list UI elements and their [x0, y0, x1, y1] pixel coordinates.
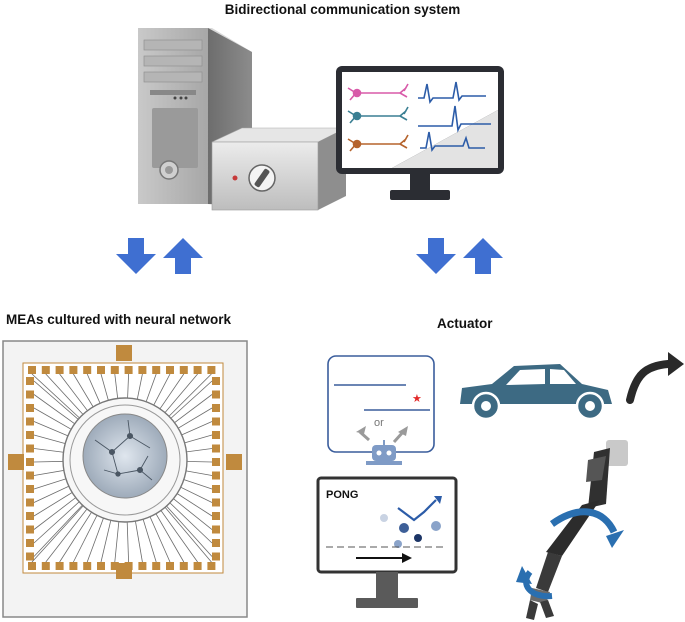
electrode-pad — [212, 539, 220, 547]
electrode-pad — [55, 366, 64, 374]
pong-label: PONG — [326, 489, 358, 501]
electrode-pad — [212, 498, 220, 507]
signal-trace — [418, 81, 491, 152]
electrode-pad — [166, 366, 174, 374]
pong-monitor-icon: PONG — [316, 476, 458, 608]
electrode-pad — [110, 366, 119, 374]
electrode-pad — [212, 512, 220, 520]
electrode-pad — [26, 404, 34, 412]
electrode-pad — [26, 485, 34, 493]
electrode-pad — [212, 404, 220, 412]
car-icon — [460, 364, 612, 421]
electrode-pad — [69, 562, 78, 570]
arrow-pair-left — [116, 238, 203, 274]
electrode-pad — [193, 562, 202, 570]
electrode-pad — [207, 366, 216, 374]
electrode-pad — [212, 444, 220, 453]
electrode-pad — [212, 458, 220, 466]
electrode-pad — [26, 471, 34, 480]
robotic-arm-icon — [516, 440, 628, 620]
signal-monitor-icon — [336, 66, 504, 200]
electrode-pad — [212, 552, 220, 561]
mea-chip-icon — [2, 340, 248, 618]
electrode-pad — [97, 366, 105, 374]
electrode-pad — [138, 562, 147, 570]
electrode-pad — [166, 562, 174, 570]
electrode-pad — [26, 431, 34, 439]
electrode-pad — [55, 562, 64, 570]
electrode-pad — [97, 562, 105, 570]
or-text: or — [374, 417, 384, 429]
page-title: Bidirectional communication system — [224, 2, 461, 17]
electrode-pad — [212, 390, 220, 399]
electrode-pad — [110, 562, 119, 570]
electrode-pad — [26, 525, 34, 534]
electrode-pad — [26, 390, 34, 399]
electrode-pad — [26, 552, 34, 561]
electrode-pad — [26, 444, 34, 453]
robot-icon — [366, 440, 402, 465]
electrode-pad — [26, 539, 34, 547]
electrode-pad — [152, 562, 161, 570]
electrode-pad — [26, 417, 34, 426]
electrode-pad — [212, 417, 220, 426]
electrode-pad — [152, 366, 161, 374]
curved-arrow-icon — [626, 352, 684, 404]
star-icon: ★ — [412, 392, 422, 405]
electrode-pad — [212, 525, 220, 534]
electrode-pad — [69, 366, 78, 374]
electrode-pad — [212, 431, 220, 439]
game-screen-icon: ★ or — [327, 355, 435, 453]
electrode-pad — [83, 366, 92, 374]
electrode-pad — [26, 377, 34, 385]
arrow-pair-right — [416, 238, 503, 274]
neuron-icon — [347, 83, 409, 152]
up-arrow-icon — [463, 238, 503, 274]
electrode-pad — [212, 471, 220, 480]
electrode-pad — [124, 366, 133, 374]
electrode-pad — [26, 512, 34, 520]
neuron-icon — [94, 419, 153, 481]
down-arrow-icon — [416, 238, 456, 274]
electrode-pad — [28, 562, 36, 570]
electrode-pad — [83, 562, 92, 570]
amplifier-box-icon — [211, 127, 347, 211]
electrode-pad — [26, 498, 34, 507]
electrode-pad — [207, 562, 216, 570]
electrode-pad — [26, 458, 34, 466]
electrode-pad — [212, 485, 220, 493]
electrode-pad — [212, 377, 220, 385]
electrode-pad — [193, 366, 202, 374]
electrode-pad — [41, 366, 50, 374]
mea-section-label: MEAs cultured with neural network — [6, 312, 232, 327]
electrode-pad — [41, 562, 50, 570]
electrode-pad — [138, 366, 147, 374]
up-arrow-icon — [163, 238, 203, 274]
electrode-pad — [28, 366, 36, 374]
actuator-section-label: Actuator — [437, 316, 493, 331]
down-arrow-icon — [116, 238, 156, 274]
electrode-pad — [179, 562, 188, 570]
electrode-pad — [179, 366, 188, 374]
